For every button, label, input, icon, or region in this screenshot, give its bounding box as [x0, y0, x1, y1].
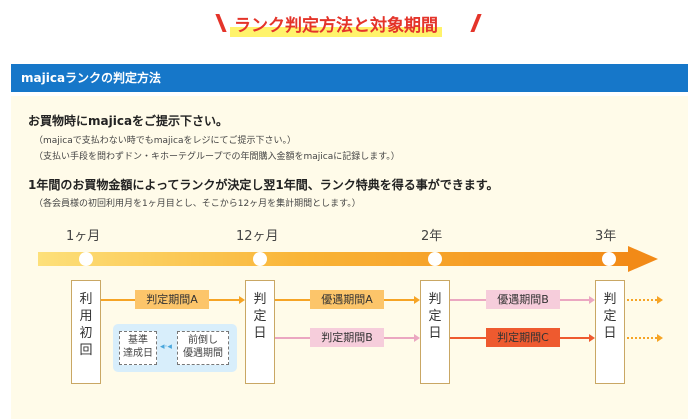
arrow-tip-icon [657, 296, 663, 304]
judge-period-a: 判定期間A [135, 290, 209, 309]
first-use-box: 利用初回 [71, 280, 101, 384]
instruction-note-1: （majicaで支払わない時でもmajicaをレジにてご提示下さい。） [34, 136, 296, 146]
continuation-line [627, 337, 657, 339]
timeline-dot [602, 252, 616, 266]
page-title: ランク判定方法と対象期間 [230, 14, 442, 38]
judge-day-box: 判定日 [245, 280, 275, 384]
accent-slash-icon [470, 14, 482, 32]
timeline-dot [253, 252, 267, 266]
arrow-tip-icon [414, 334, 420, 342]
accent-slash-icon [215, 14, 227, 32]
timeline-dot [79, 252, 93, 266]
instruction-note-2: （支払い手段を問わずドン・キホーテグループでの年間購入金額をmajicaに記録し… [34, 152, 400, 162]
judge-day-box: 判定日 [420, 280, 450, 384]
small-arrow-icon: ◂·◂ [160, 342, 172, 352]
section-header: majicaランクの判定方法 [11, 64, 688, 92]
benefit-period-b: 優遇期間B [486, 290, 560, 309]
timeline-arrow-head-icon [628, 246, 658, 272]
rank-rule-heading: 1年間のお買物金額によってランクが決定し翌1年間、ランク特典を得る事ができます。 [28, 178, 499, 192]
judge-day-box: 判定日 [595, 280, 625, 384]
judge-period-c: 判定期間C [486, 328, 560, 347]
arrow-tip-icon [414, 296, 420, 304]
timeline-arrow [38, 252, 628, 266]
arrow-tip-icon [239, 296, 245, 304]
judge-period-b: 判定期間B [310, 328, 384, 347]
rank-rule-note: （各会員様の初回利用月を1ヶ月目とし、そこから12ヶ月を集計期間とします。） [34, 199, 361, 209]
timeline-dot [428, 252, 442, 266]
arrow-tip-icon [589, 296, 595, 304]
page-heading-area: ランク判定方法と対象期間 [0, 0, 700, 52]
benefit-period-a: 優遇期間A [310, 290, 384, 309]
arrow-tip-icon [589, 334, 595, 342]
achievement-day-box: 基準達成日 [119, 331, 157, 365]
timeline-label-12months: 12ヶ月 [236, 229, 279, 244]
continuation-line [627, 299, 657, 301]
instruction-heading: お買物時にmajicaをご提示下さい。 [28, 114, 229, 128]
timeline-label-1month: 1ヶ月 [66, 229, 101, 244]
timeline-label-2years: 2年 [421, 229, 443, 244]
timeline-label-3years: 3年 [595, 229, 617, 244]
early-benefit-box: 前倒し優遇期間 [177, 331, 229, 365]
arrow-tip-icon [657, 334, 663, 342]
